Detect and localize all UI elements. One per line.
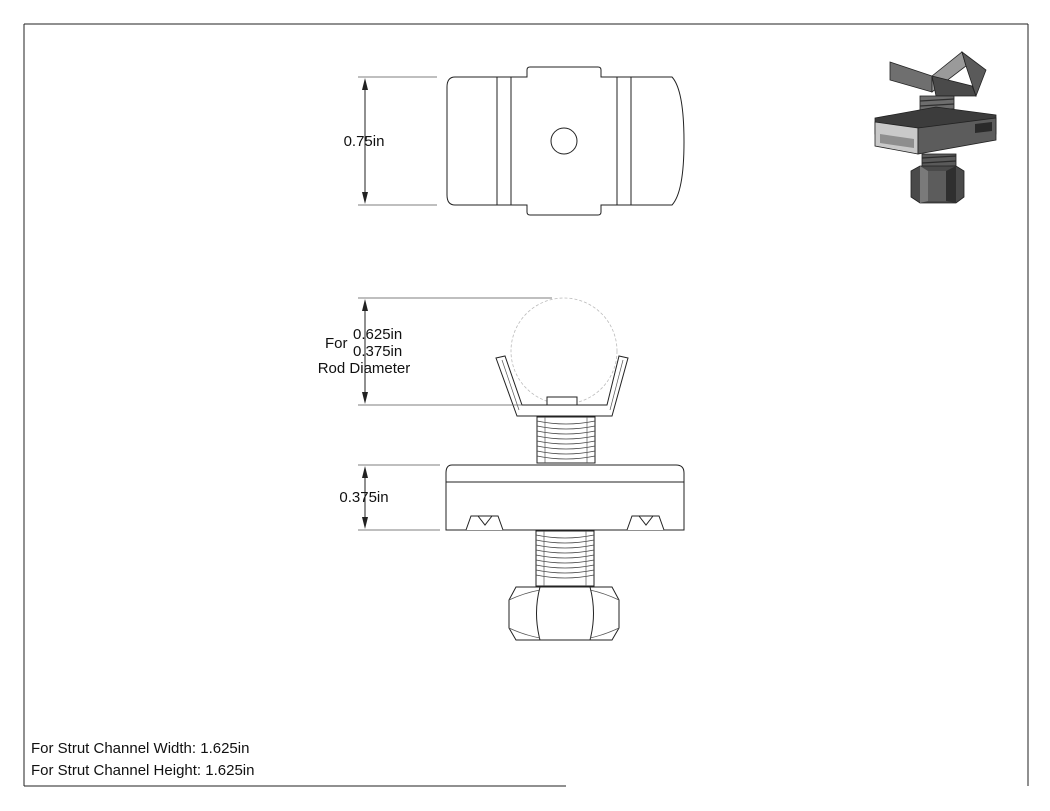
isometric-view bbox=[874, 50, 997, 204]
dimension-rod bbox=[358, 297, 552, 406]
sheet-border bbox=[23, 23, 1029, 787]
top-view bbox=[446, 66, 685, 216]
rod-seat bbox=[495, 355, 629, 417]
rod-max-label: 0.625in bbox=[353, 326, 402, 343]
dimension-top-height bbox=[358, 76, 437, 206]
rod-min-label: 0.375in bbox=[353, 343, 402, 360]
channel-nut bbox=[445, 464, 685, 531]
dimension-top-height-label: 0.75in bbox=[344, 133, 385, 150]
lower-thread bbox=[535, 530, 595, 587]
rod-diameter-label: Rod Diameter bbox=[318, 360, 411, 377]
rod-hole bbox=[550, 127, 578, 155]
hex-nut bbox=[508, 586, 620, 641]
rod-for-label: For bbox=[325, 335, 348, 352]
dimension-nut-height bbox=[358, 464, 440, 531]
note-strut-width: For Strut Channel Width: 1.625in bbox=[31, 740, 249, 757]
note-strut-height: For Strut Channel Height: 1.625in bbox=[31, 762, 254, 779]
dimension-nut-height-label: 0.375in bbox=[339, 489, 388, 506]
upper-thread bbox=[536, 416, 596, 464]
rod-outline bbox=[510, 297, 618, 405]
